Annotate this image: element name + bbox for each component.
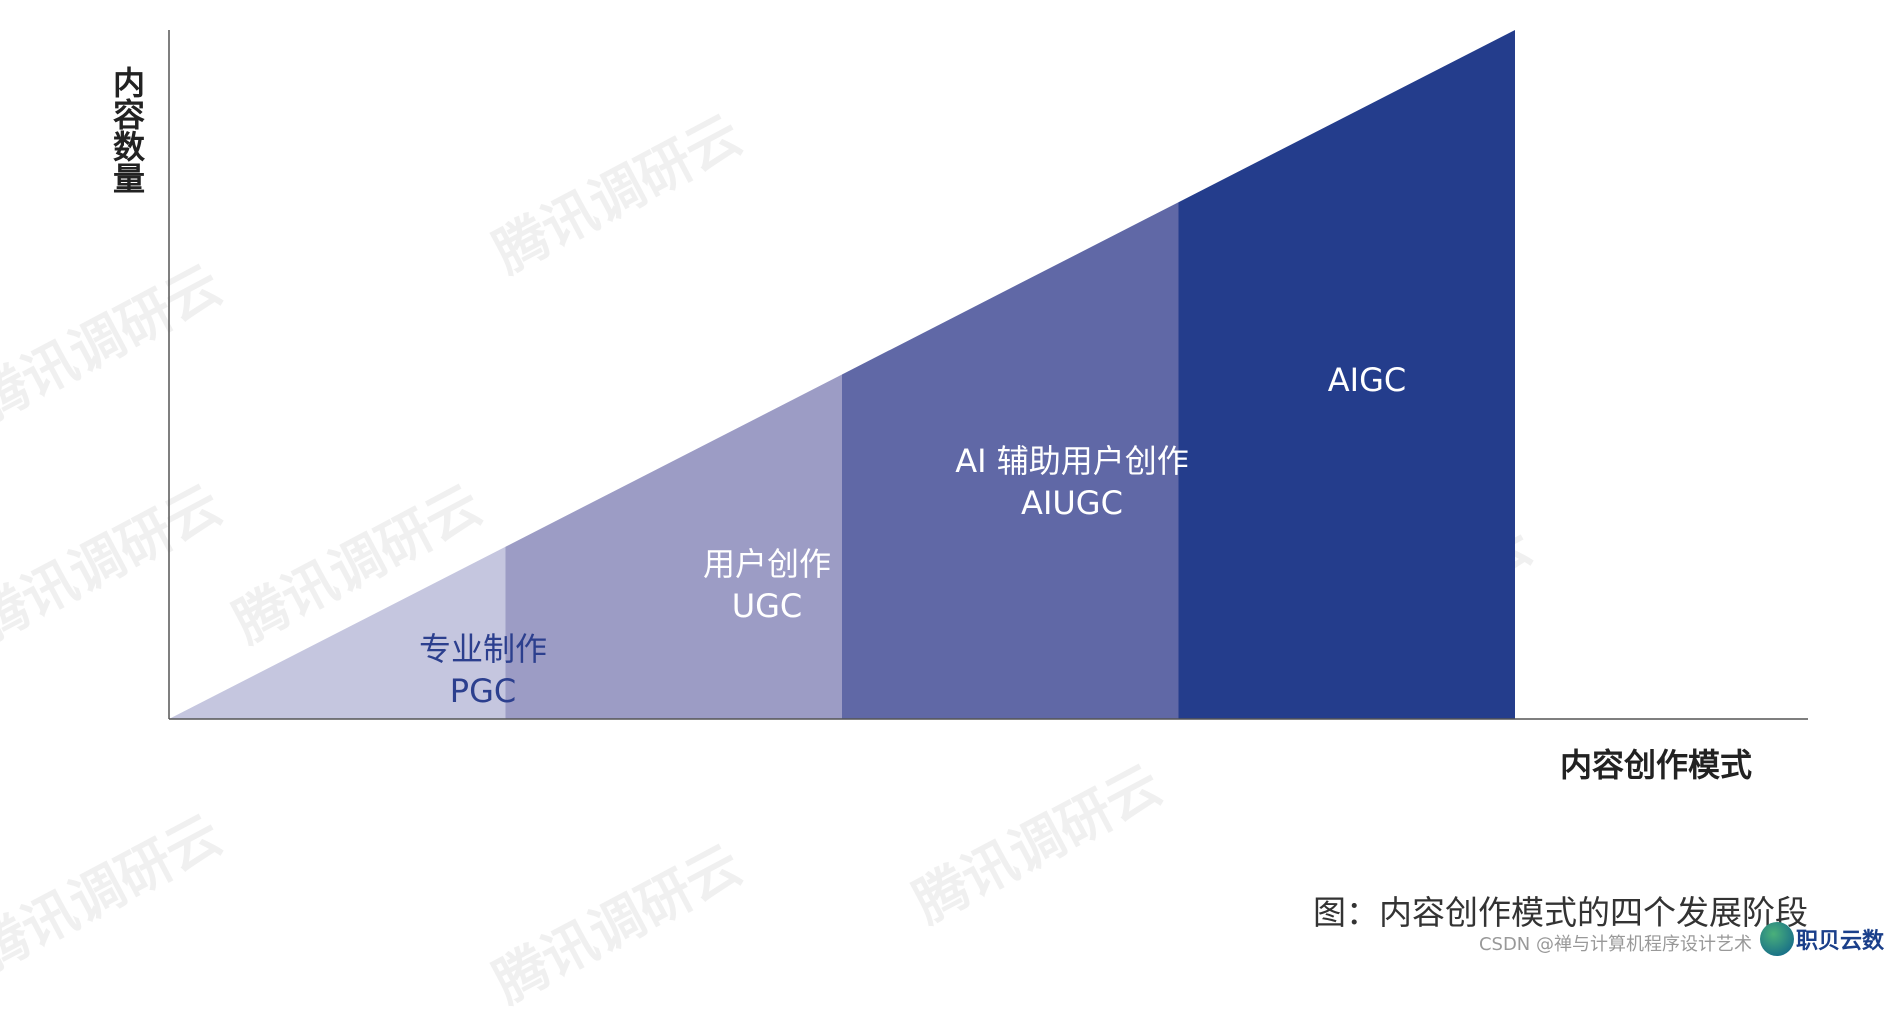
logo-text: 职贝云数 — [1796, 929, 1885, 954]
source-credit: CSDN @禅与计算机程序设计艺术 — [1478, 934, 1752, 955]
stage-name: 用户创作 — [702, 545, 832, 583]
stage-abbr: PGC — [449, 672, 517, 710]
stage-label-aigc: AIGC — [1328, 359, 1406, 401]
stage-label-aiugc: AI 辅助用户创作 AIUGC — [955, 440, 1189, 524]
figure-caption: 图：内容创作模式的四个发展阶段 — [1313, 893, 1808, 932]
stage-abbr: AIGC — [1327, 361, 1407, 399]
logo: 职贝云数 — [1760, 922, 1884, 956]
stage-abbr: AIUGC — [1021, 484, 1123, 522]
y-axis-label: 内容数量 — [108, 66, 146, 194]
stage-name: AI 辅助用户创作 — [955, 442, 1189, 480]
x-axis-label: 内容创作模式 — [1560, 746, 1753, 784]
stage-segment-ugc — [505, 374, 842, 719]
logo-globe-icon — [1760, 922, 1794, 956]
stage-segment-aigc — [1178, 30, 1515, 719]
stage-label-pgc: 专业制作 PGC — [419, 628, 547, 712]
stage-segment-aiugc — [842, 202, 1179, 719]
stage-segment-pgc — [169, 546, 506, 719]
stage-diagram — [168, 30, 1808, 720]
stage-abbr: UGC — [731, 587, 803, 625]
stage-label-ugc: 用户创作 UGC — [703, 543, 831, 627]
stage-name: 专业制作 — [418, 630, 548, 668]
